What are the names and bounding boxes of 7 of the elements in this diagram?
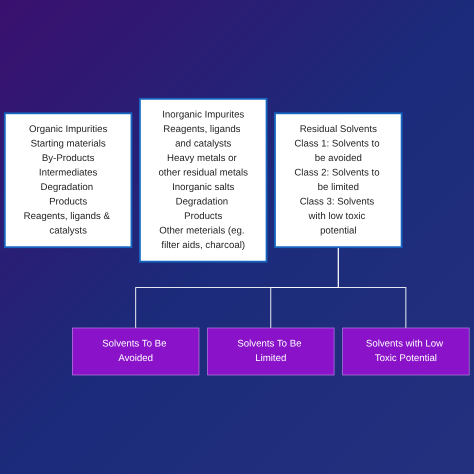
node-box: Solvents To Be Avoided [72, 328, 200, 376]
node-box: Solvents with Low Toxic Potential [342, 328, 470, 376]
node-box: Organic Impurities Starting materials By-Products Intermediates Degradation Products Reagents, ligands & catalysts [4, 112, 132, 248]
node-box: Solvents To Be Limited [207, 328, 334, 376]
node-box: Residual Solvents Class 1: Solvents to be avoided Class 2: Solvents to be limited Class 3: Solvents with low toxic potential [274, 112, 403, 248]
connector [338, 246, 406, 329]
node-box: Inorganic Impurites Reagents, ligands and catalysts Heavy metals or other residual metals Inorganic salts Degradation Products Other meterials (eg. filter aids, charcoal) [139, 98, 268, 263]
